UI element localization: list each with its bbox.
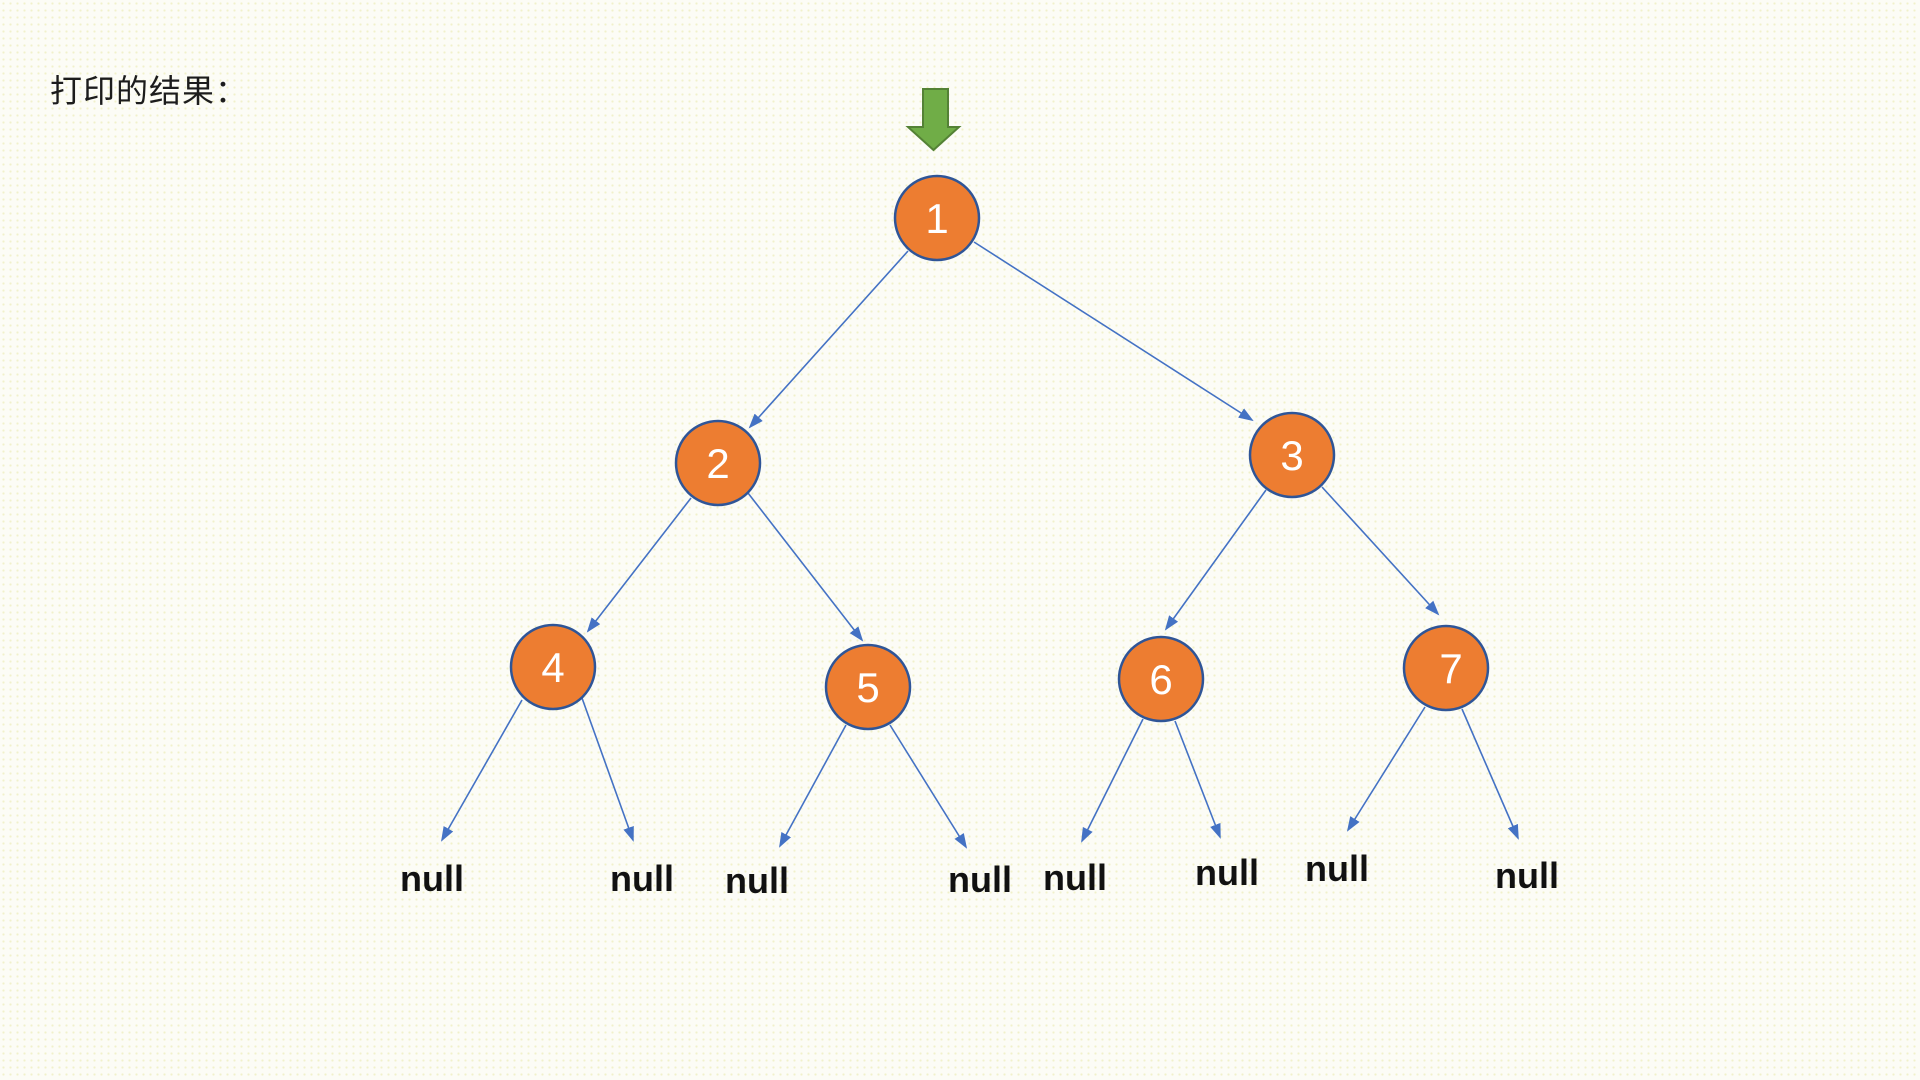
edge-3-6 [1164, 489, 1267, 631]
tree-node-1-label: 1 [925, 195, 948, 242]
edge-1-3 [973, 241, 1254, 422]
null-label-4: null [948, 859, 1012, 900]
null-label-2: null [610, 858, 674, 899]
edge-4-null-left [441, 699, 523, 842]
edge-3-7 [1321, 486, 1440, 616]
tree-node-1-circle [893, 174, 981, 262]
tree-node-4-circle [509, 623, 597, 711]
tree-node-7-circle [1402, 624, 1490, 712]
edge-2-4 [586, 497, 692, 633]
edge-7-null-right [1461, 708, 1519, 840]
tree-node-2-circle [674, 419, 762, 507]
edge-5-null-left [779, 724, 847, 848]
tree-node-2-label: 2 [706, 440, 729, 487]
green-down-arrow-icon [905, 88, 962, 152]
tree-node-6: 6 [1117, 635, 1205, 723]
tree-node-5-circle [824, 643, 912, 731]
tree-node-6-circle [1117, 635, 1205, 723]
tree-node-7-label: 7 [1439, 645, 1462, 692]
null-label-8: null [1495, 855, 1559, 896]
edge-6-null-left [1081, 718, 1144, 843]
null-label-5: null [1043, 857, 1107, 898]
edge-4-null-right [581, 697, 634, 842]
tree-node-3-circle [1248, 411, 1336, 499]
null-label-3: null [725, 860, 789, 901]
edge-7-null-left [1346, 706, 1426, 832]
edge-1-2 [748, 250, 909, 429]
null-label-1: null [400, 858, 464, 899]
tree-node-1: 1 [893, 174, 981, 262]
tree-node-2: 2 [674, 419, 762, 507]
tree-node-4-label: 4 [541, 644, 564, 691]
null-label-7: null [1305, 848, 1369, 889]
edge-6-null-right [1174, 720, 1221, 839]
tree-node-7: 7 [1402, 624, 1490, 712]
tree-node-6-label: 6 [1149, 656, 1172, 703]
tree-node-3: 3 [1248, 411, 1336, 499]
tree-node-5: 5 [824, 643, 912, 731]
edge-5-null-right [889, 724, 968, 849]
edge-2-5 [747, 492, 864, 642]
null-label-6: null [1195, 852, 1259, 893]
tree-node-4: 4 [509, 623, 597, 711]
page-title: 打印的结果： [50, 73, 249, 109]
tree-node-5-label: 5 [856, 664, 879, 711]
tree-node-3-label: 3 [1280, 432, 1303, 479]
